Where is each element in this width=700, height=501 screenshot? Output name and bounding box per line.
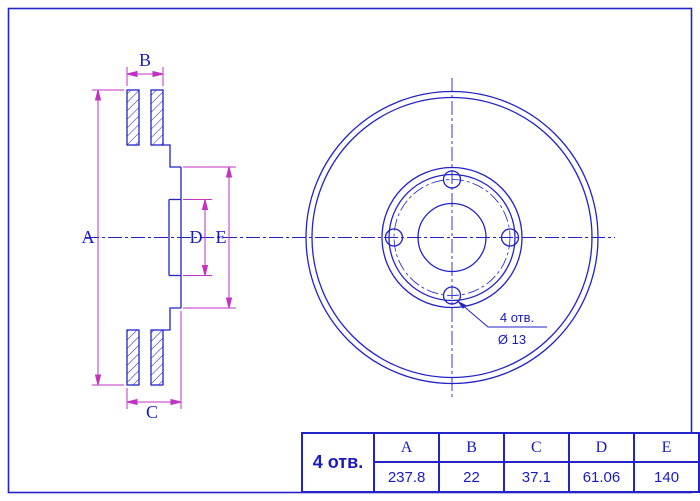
label-A: A xyxy=(82,227,95,247)
label-D: D xyxy=(190,227,203,247)
table-value-C: 37.1 xyxy=(502,461,570,493)
bolt-circle xyxy=(393,179,511,296)
section-view xyxy=(126,89,182,386)
dimension-labels: A B C D E xyxy=(82,50,227,422)
table-row-label: 4 отв. xyxy=(301,432,375,493)
bolt-hole-left xyxy=(384,228,404,247)
table-value-D: 61.06 xyxy=(567,461,636,493)
hole-annotation: 4 отв. Ø 13 xyxy=(456,300,547,347)
bolt-hole-top xyxy=(442,170,462,189)
dimension-A xyxy=(92,89,124,386)
dimensions xyxy=(92,67,236,409)
bolt-hole-right xyxy=(500,228,520,247)
table-value-B: 22 xyxy=(438,461,505,493)
label-B: B xyxy=(139,50,151,70)
disc-plates-hatched xyxy=(126,89,164,386)
annotation-hole-count: 4 отв. xyxy=(500,310,534,325)
hat-profile xyxy=(163,144,182,331)
dimensions-table: 4 отв. A B C D E 237.8 22 37.1 61.06 140 xyxy=(301,432,700,493)
hat-circle xyxy=(381,166,523,309)
bolt-holes xyxy=(384,170,520,305)
hat-inner-circle xyxy=(388,173,516,302)
table-value-E: 140 xyxy=(633,461,700,493)
table-header-B: B xyxy=(438,432,505,463)
table-header-E: E xyxy=(633,432,700,463)
centerlines xyxy=(85,78,615,398)
table-header-A: A xyxy=(372,432,441,463)
dimension-D xyxy=(183,199,212,276)
label-E: E xyxy=(216,227,227,247)
disc-circles xyxy=(305,90,599,385)
table-header-D: D xyxy=(567,432,636,463)
dimension-C xyxy=(126,311,182,409)
dimension-E xyxy=(183,166,236,309)
table-value-A: 237.8 xyxy=(372,461,441,493)
table-header-C: C xyxy=(502,432,570,463)
bolt-hole-bottom xyxy=(442,286,462,305)
annotation-hole-diameter: Ø 13 xyxy=(498,332,526,347)
outer-circle xyxy=(305,90,599,385)
drawing-frame xyxy=(7,7,693,494)
front-view: 4 отв. Ø 13 xyxy=(305,90,599,385)
outer-chamfer-circle xyxy=(311,96,593,379)
center-bore-circle xyxy=(417,202,487,273)
dimension-B xyxy=(126,67,164,86)
label-C: C xyxy=(146,402,158,422)
